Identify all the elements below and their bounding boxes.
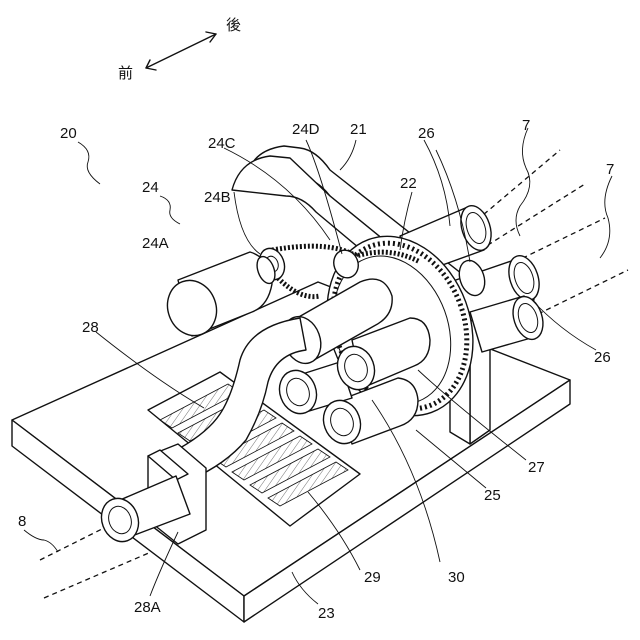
ref-24A: 24A [142, 235, 169, 252]
direction-indicator: 後 前 [118, 16, 241, 82]
centerline-8b [44, 546, 165, 598]
ref-28A: 28A [134, 599, 161, 616]
ref-20: 20 [60, 125, 77, 142]
ref-25: 25 [484, 487, 501, 504]
ref-30: 30 [448, 569, 465, 586]
label-front: 前 [118, 64, 133, 82]
ref-22: 22 [400, 175, 417, 192]
direction-arrow [146, 34, 216, 68]
ref-24B: 24B [204, 189, 231, 206]
ref-24D: 24D [292, 121, 320, 138]
ref-24C: 24C [208, 135, 236, 152]
ref-24: 24 [142, 179, 159, 196]
centerline-7d [530, 270, 628, 318]
ref-27: 27 [528, 459, 545, 476]
ref-28: 28 [82, 319, 99, 336]
ref-23: 23 [318, 605, 335, 622]
ref-7-right: 7 [606, 161, 614, 178]
label-rear: 後 [226, 16, 241, 34]
centerline-7b [480, 184, 585, 250]
ref-7-left: 7 [522, 117, 530, 134]
ref-29: 29 [364, 569, 381, 586]
ref-26-bottom: 26 [594, 349, 611, 366]
ref-26-top: 26 [418, 125, 435, 142]
ref-8: 8 [18, 513, 26, 530]
ref-21: 21 [350, 121, 367, 138]
